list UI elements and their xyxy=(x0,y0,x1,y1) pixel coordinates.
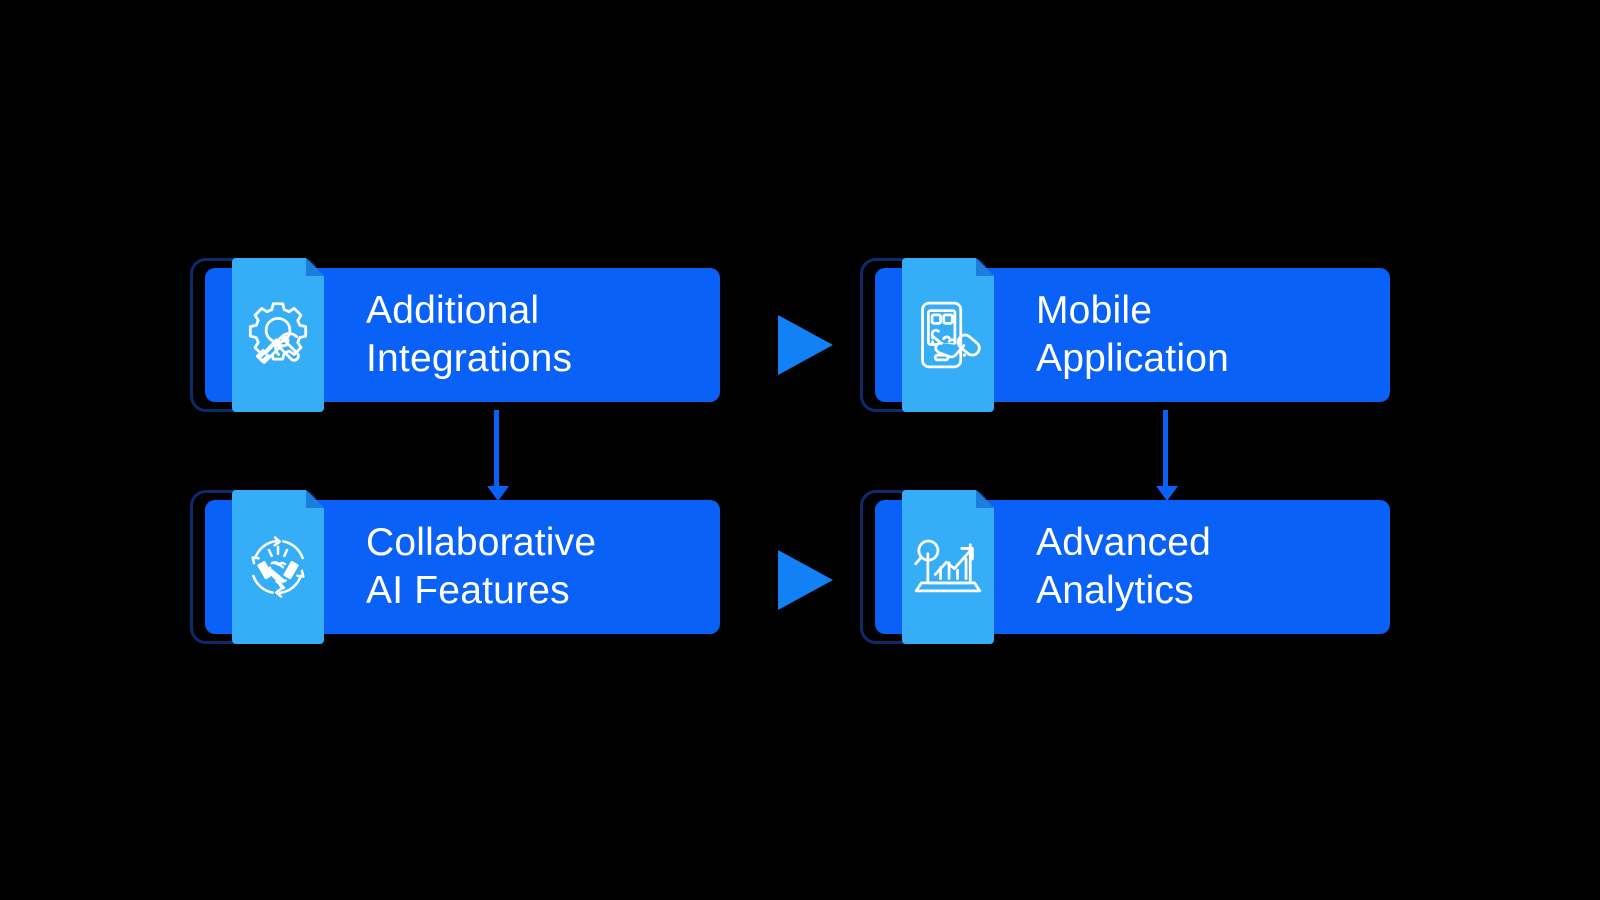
gear-tools-icon xyxy=(244,300,312,370)
connector-top-row-arrow xyxy=(778,315,833,375)
panel-fold-corner xyxy=(306,490,324,508)
card-title: Collaborative AI Features xyxy=(366,521,597,612)
card-additional-integrations[interactable]: Additional Integrations xyxy=(190,258,720,412)
mobile-tap-icon xyxy=(914,300,982,370)
card-collaborative-ai-features[interactable]: Collaborative AI Features xyxy=(190,490,720,644)
card-icon-panel xyxy=(232,490,324,644)
panel-fold-corner xyxy=(976,258,994,276)
card-icon-panel xyxy=(902,490,994,644)
card-icon-panel xyxy=(232,258,324,412)
card-mobile-application[interactable]: Mobile Application xyxy=(860,258,1390,412)
card-advanced-analytics[interactable]: Advanced Analytics xyxy=(860,490,1390,644)
panel-fold-corner xyxy=(976,490,994,508)
connector-bottom-row-arrow xyxy=(778,550,833,610)
analytics-chart-icon xyxy=(914,532,982,602)
card-title: Additional Integrations xyxy=(366,289,573,380)
card-icon-panel xyxy=(902,258,994,412)
card-title: Mobile Application xyxy=(1036,289,1229,380)
card-title: Advanced Analytics xyxy=(1036,521,1212,612)
panel-fold-corner xyxy=(306,258,324,276)
handshake-cycle-icon xyxy=(244,532,312,602)
